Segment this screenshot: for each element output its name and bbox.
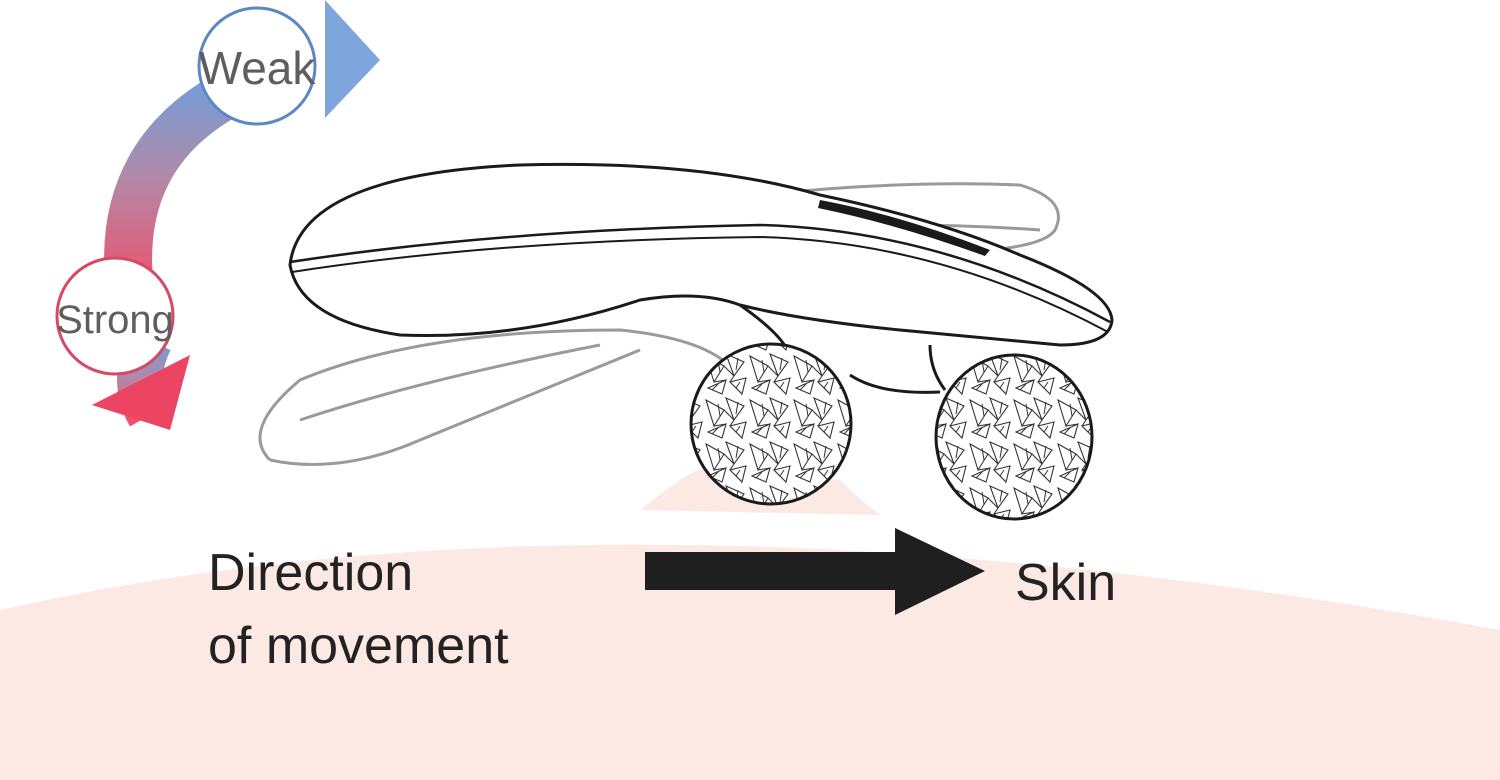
left-roller	[689, 342, 853, 506]
weak-badge: Weak	[197, 6, 317, 126]
strong-arrowhead-icon	[92, 355, 190, 430]
skin-label: Skin	[1015, 554, 1116, 612]
direction-label-line2: of movement	[208, 617, 509, 675]
weak-label: Weak	[199, 42, 317, 94]
right-roller	[934, 353, 1094, 521]
strong-label: Strong	[56, 298, 174, 342]
weak-arrowhead-icon	[325, 0, 380, 118]
device-button-strip	[818, 200, 990, 256]
strong-badge: Strong	[55, 256, 175, 376]
device-body	[288, 162, 1114, 394]
direction-label-line1: Direction	[208, 544, 413, 602]
direction-arrow-icon	[645, 528, 985, 615]
skin-area	[0, 544, 1500, 780]
